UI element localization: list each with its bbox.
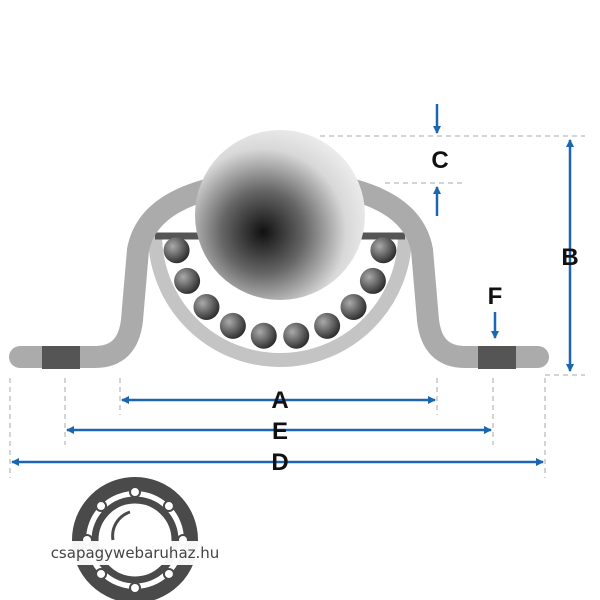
logo-ball <box>95 500 108 513</box>
support-ball <box>219 312 246 339</box>
logo-text: csapagywebaruhaz.hu <box>51 544 220 562</box>
mounting-pad-left <box>42 346 80 369</box>
support-ball <box>314 312 341 339</box>
logo-ball <box>95 567 108 580</box>
support-balls <box>163 237 397 349</box>
mounting-pad-right <box>478 346 516 369</box>
label-f: F <box>488 283 503 310</box>
dimension-lines <box>11 104 574 466</box>
support-ball <box>174 267 201 294</box>
label-d: D <box>271 449 288 476</box>
support-ball <box>359 267 386 294</box>
support-ball <box>283 322 310 349</box>
label-b: B <box>561 244 578 271</box>
support-ball <box>193 293 220 320</box>
extension-lines <box>9 135 585 478</box>
logo-ball <box>162 567 175 580</box>
logo-ball <box>162 500 175 513</box>
label-a: A <box>271 387 288 414</box>
brand-logo: csapagywebaruhaz.hu <box>35 477 235 600</box>
support-ball <box>340 293 367 320</box>
label-e: E <box>272 418 288 445</box>
support-ball <box>250 322 277 349</box>
logo-ball <box>129 486 141 498</box>
inner-cup <box>148 234 412 367</box>
main-ball <box>195 130 365 300</box>
support-ball <box>370 237 397 264</box>
support-ball <box>163 237 190 264</box>
logo-ball <box>129 582 141 594</box>
label-c: C <box>431 147 448 174</box>
